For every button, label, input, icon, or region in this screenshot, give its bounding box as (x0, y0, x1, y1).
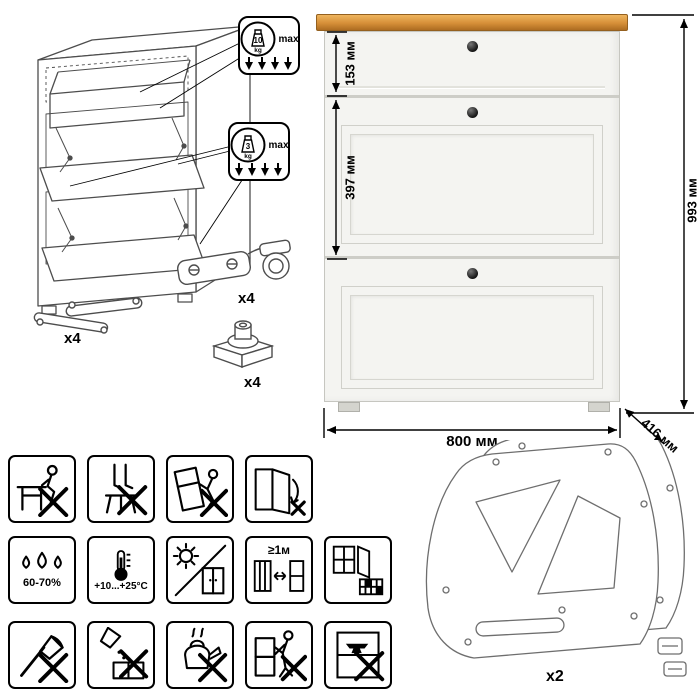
dimension-flap-section-height: 397 мм (342, 155, 358, 200)
no-dragging-pictogram (245, 621, 313, 689)
thermometer-icon (114, 549, 131, 581)
drawer-knob (466, 41, 478, 52)
flap-load-limit-callout: 3 kg max (228, 122, 290, 181)
upper-flap-door (325, 98, 619, 259)
drawer-load-unit: kg (254, 47, 262, 54)
ventilation-pictogram (324, 536, 392, 604)
dimension-width: 800 мм (446, 433, 498, 450)
temperature-pictogram: +10...+25°C (87, 536, 155, 604)
flap-load-value: 3 (245, 142, 250, 151)
temperature-range: +10...+25°C (94, 580, 148, 592)
no-sharp-tools-icon (20, 635, 69, 683)
hinge-icon (177, 239, 291, 286)
upper-flap-knob (466, 107, 478, 119)
no-sharp-tools-pictogram (8, 621, 76, 689)
drawer-front (325, 32, 619, 99)
lift-stay-icon (33, 297, 143, 334)
hinge-count: x4 (238, 290, 255, 307)
down-arrows-icon (235, 163, 282, 176)
no-climbing-pictogram (166, 455, 234, 523)
sunlight-pictogram (166, 536, 234, 604)
max-label: max (278, 33, 299, 45)
no-hot-objects-icon (184, 627, 228, 683)
humidity-pictogram: 60-70% (8, 536, 76, 604)
lift-stay-count: x4 (64, 330, 81, 347)
side-frame-count: x2 (546, 668, 564, 685)
door-care-pictogram (245, 455, 313, 523)
no-heavy-load-icon (336, 631, 385, 682)
dimension-drawer-height: 153 мм (342, 41, 358, 86)
no-heavy-load-pictogram (324, 621, 392, 689)
upper-flap-panel (341, 125, 603, 244)
no-spill-pictogram (87, 621, 155, 689)
cabinet-product-image (324, 31, 620, 402)
drawer-load-limit-callout: 10 kg max (238, 16, 300, 75)
radiator-distance-icon (253, 560, 305, 593)
wireframe-cabinet-drawing (37, 25, 251, 315)
no-climbing-icon (173, 466, 228, 517)
cabinet-wood-top (316, 14, 628, 31)
window-ventilation-icon (332, 545, 384, 596)
adjustable-foot-icon (211, 320, 275, 368)
lower-flap-knob (466, 267, 478, 279)
no-standing-icon (104, 463, 148, 516)
drawer-load-value: 10 (253, 36, 262, 45)
lower-flap-panel (341, 285, 603, 389)
humidity-value: 60-70% (23, 577, 61, 590)
side-frame-parts-drawing (425, 440, 687, 677)
max-label: max (268, 139, 289, 151)
no-sitting-pictogram (8, 455, 76, 523)
heater-distance-value: ≥1м (267, 542, 291, 557)
flap-load-unit: kg (244, 153, 252, 160)
cabinet-right-foot (588, 402, 610, 412)
no-sitting-icon (16, 464, 69, 517)
foot-count: x4 (244, 374, 261, 391)
no-dragging-icon (254, 630, 307, 682)
heater-distance-pictogram: ≥1м (245, 536, 313, 604)
no-spill-icon (99, 627, 149, 680)
cabinet-left-foot (338, 402, 360, 412)
no-hot-objects-pictogram (166, 621, 234, 689)
humidity-drops-icon (22, 551, 62, 569)
sunlight-icon (172, 542, 227, 597)
down-arrows-icon (245, 57, 292, 70)
door-care-icon (254, 468, 306, 516)
weight-icon: 10 kg (240, 21, 275, 57)
lower-flap-door (325, 259, 619, 401)
weight-icon: 3 kg (230, 127, 265, 163)
dimension-total-height: 993 мм (684, 178, 700, 223)
no-standing-pictogram (87, 455, 155, 523)
